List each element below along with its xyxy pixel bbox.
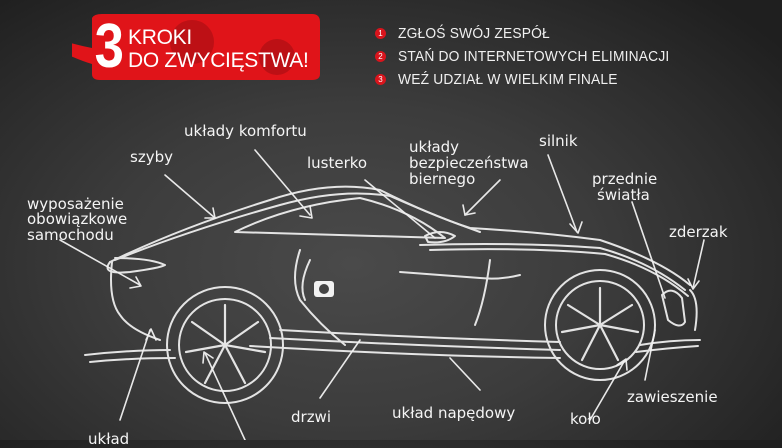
banner-number: 3: [94, 12, 124, 81]
label-silnik: silnik: [539, 132, 578, 150]
label-zawieszenie: zawieszenie: [627, 388, 718, 406]
camera-icon: [314, 281, 334, 297]
label-uklady-komfortu: układy komfortu: [184, 122, 307, 140]
step-number-badge: 2: [375, 51, 386, 62]
step-item: 1 ZGŁOŚ SWÓJ ZESPÓŁ: [375, 22, 693, 45]
step-text: WEŹ UDZIAŁ W WIELKIM FINALE: [398, 71, 618, 88]
label-uklady-bezpieczenstwa-1: układy: [409, 138, 460, 156]
step-item: 2 STAŃ DO INTERNETOWYCH ELIMINACJI: [375, 45, 693, 68]
header-banner: 3 KROKI DO ZWYCIĘSTWA!: [72, 12, 320, 82]
label-drzwi: drzwi: [291, 408, 331, 426]
step-text: ZGŁOŚ SWÓJ ZESPÓŁ: [398, 25, 550, 42]
label-kolo: koło: [570, 410, 601, 428]
label-wyposazenie-3: samochodu: [27, 226, 114, 244]
step-text: STAŃ DO INTERNETOWYCH ELIMINACJI: [398, 48, 670, 65]
label-zderzak: zderzak: [669, 223, 728, 241]
step-item: 3 WEŹ UDZIAŁ W WIELKIM FINALE: [375, 68, 693, 91]
label-szyby: szyby: [130, 148, 173, 166]
step-number-badge: 1: [375, 28, 386, 39]
label-uklady-bezpieczenstwa-3: biernego: [409, 170, 476, 188]
label-uklady-bezpieczenstwa-2: bezpieczeństwa: [409, 154, 529, 172]
label-uklad-napedowy: układ napędowy: [392, 404, 516, 422]
banner-title-line1: KROKI: [128, 26, 192, 49]
label-przednie-swiatla-1: przednie: [592, 170, 658, 188]
steps-list: 1 ZGŁOŚ SWÓJ ZESPÓŁ 2 STAŃ DO INTERNETOW…: [375, 22, 693, 91]
banner-title-line2: DO ZWYCIĘSTWA!: [128, 49, 309, 72]
label-przednie-swiatla-2: światła: [597, 186, 650, 204]
label-lusterko: lusterko: [307, 154, 368, 172]
label-wyposazenie-2: obowiązkowe: [27, 210, 128, 228]
label-wyposazenie-1: wyposażenie: [27, 195, 124, 213]
step-number-badge: 3: [375, 74, 386, 85]
banner-brush-shape: [72, 14, 320, 80]
